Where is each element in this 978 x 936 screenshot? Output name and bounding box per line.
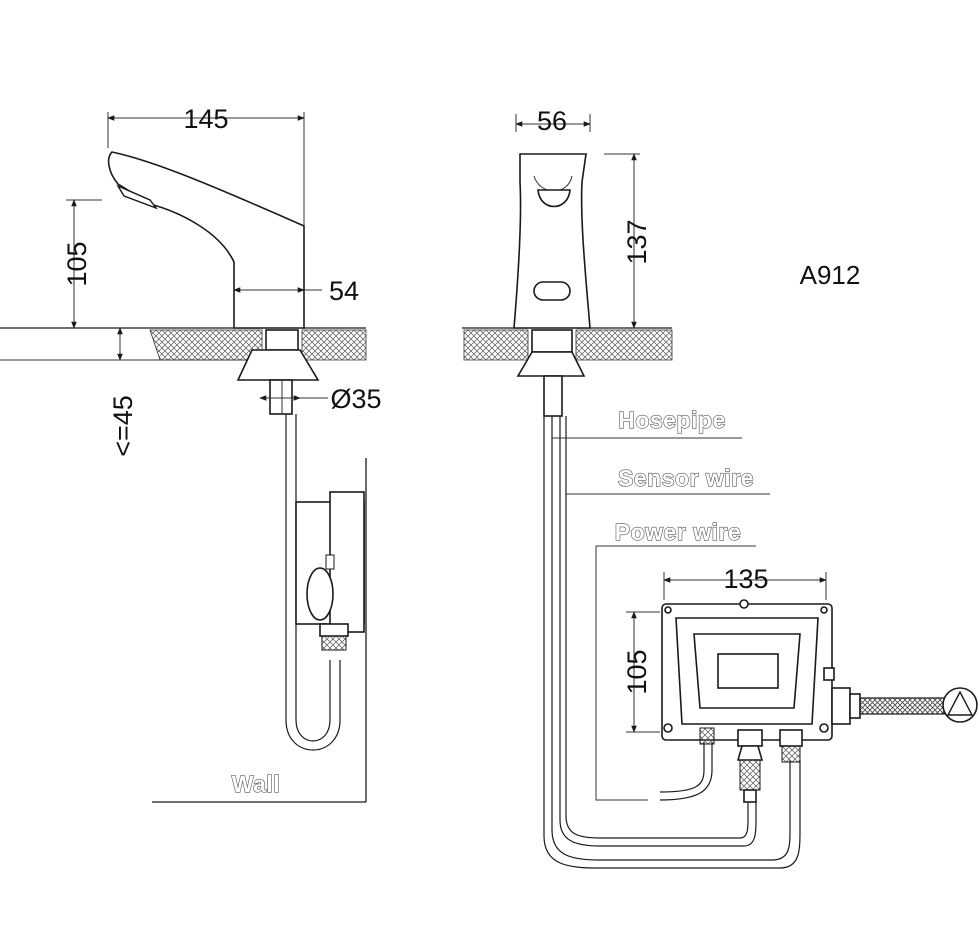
label-wall: Wall xyxy=(232,771,280,797)
sensor-window xyxy=(533,281,571,301)
dim-front-height: 137 xyxy=(622,219,652,264)
faucet-front-body xyxy=(513,153,591,329)
countertop-front-right xyxy=(575,329,673,361)
front-dimensions xyxy=(515,114,640,329)
model-number: A912 xyxy=(800,260,861,290)
connections xyxy=(543,416,801,869)
side-view xyxy=(0,151,367,803)
hosepipe-line xyxy=(543,416,801,869)
dim-side-height: 105 xyxy=(62,241,92,286)
sensor-wire-line xyxy=(559,416,757,847)
label-hosepipe: Hosepipe xyxy=(618,407,726,433)
aerator-front xyxy=(537,189,571,208)
dim-shank-diameter: Ø35 xyxy=(330,384,381,414)
box-dimensions xyxy=(626,572,827,733)
countertop-front-left xyxy=(463,329,529,361)
control-box-window xyxy=(717,653,779,689)
valve-knob-side xyxy=(306,567,334,621)
front-view xyxy=(462,153,673,417)
countertop-left xyxy=(149,329,263,361)
hose-side xyxy=(285,414,341,751)
faucet-side-body xyxy=(107,151,305,329)
power-wire-line xyxy=(659,742,713,801)
dim-front-width: 56 xyxy=(537,106,567,136)
mount-nut-front xyxy=(516,351,586,377)
mount-nut-side xyxy=(236,349,320,381)
inlet-valve-symbol xyxy=(942,687,978,723)
dim-box-width: 135 xyxy=(723,564,768,594)
countertop-right xyxy=(301,329,367,361)
dim-base-width: 54 xyxy=(329,276,359,306)
aerator-side xyxy=(116,184,158,210)
label-power-wire: Power wire xyxy=(615,519,741,545)
dim-max-thickness: <=45 xyxy=(108,395,138,457)
side-dimensions xyxy=(66,112,328,401)
dim-spout-length: 145 xyxy=(183,104,228,134)
label-sensor-wire: Sensor wire xyxy=(618,465,754,491)
dim-box-height: 105 xyxy=(622,649,652,694)
control-box xyxy=(661,599,978,803)
